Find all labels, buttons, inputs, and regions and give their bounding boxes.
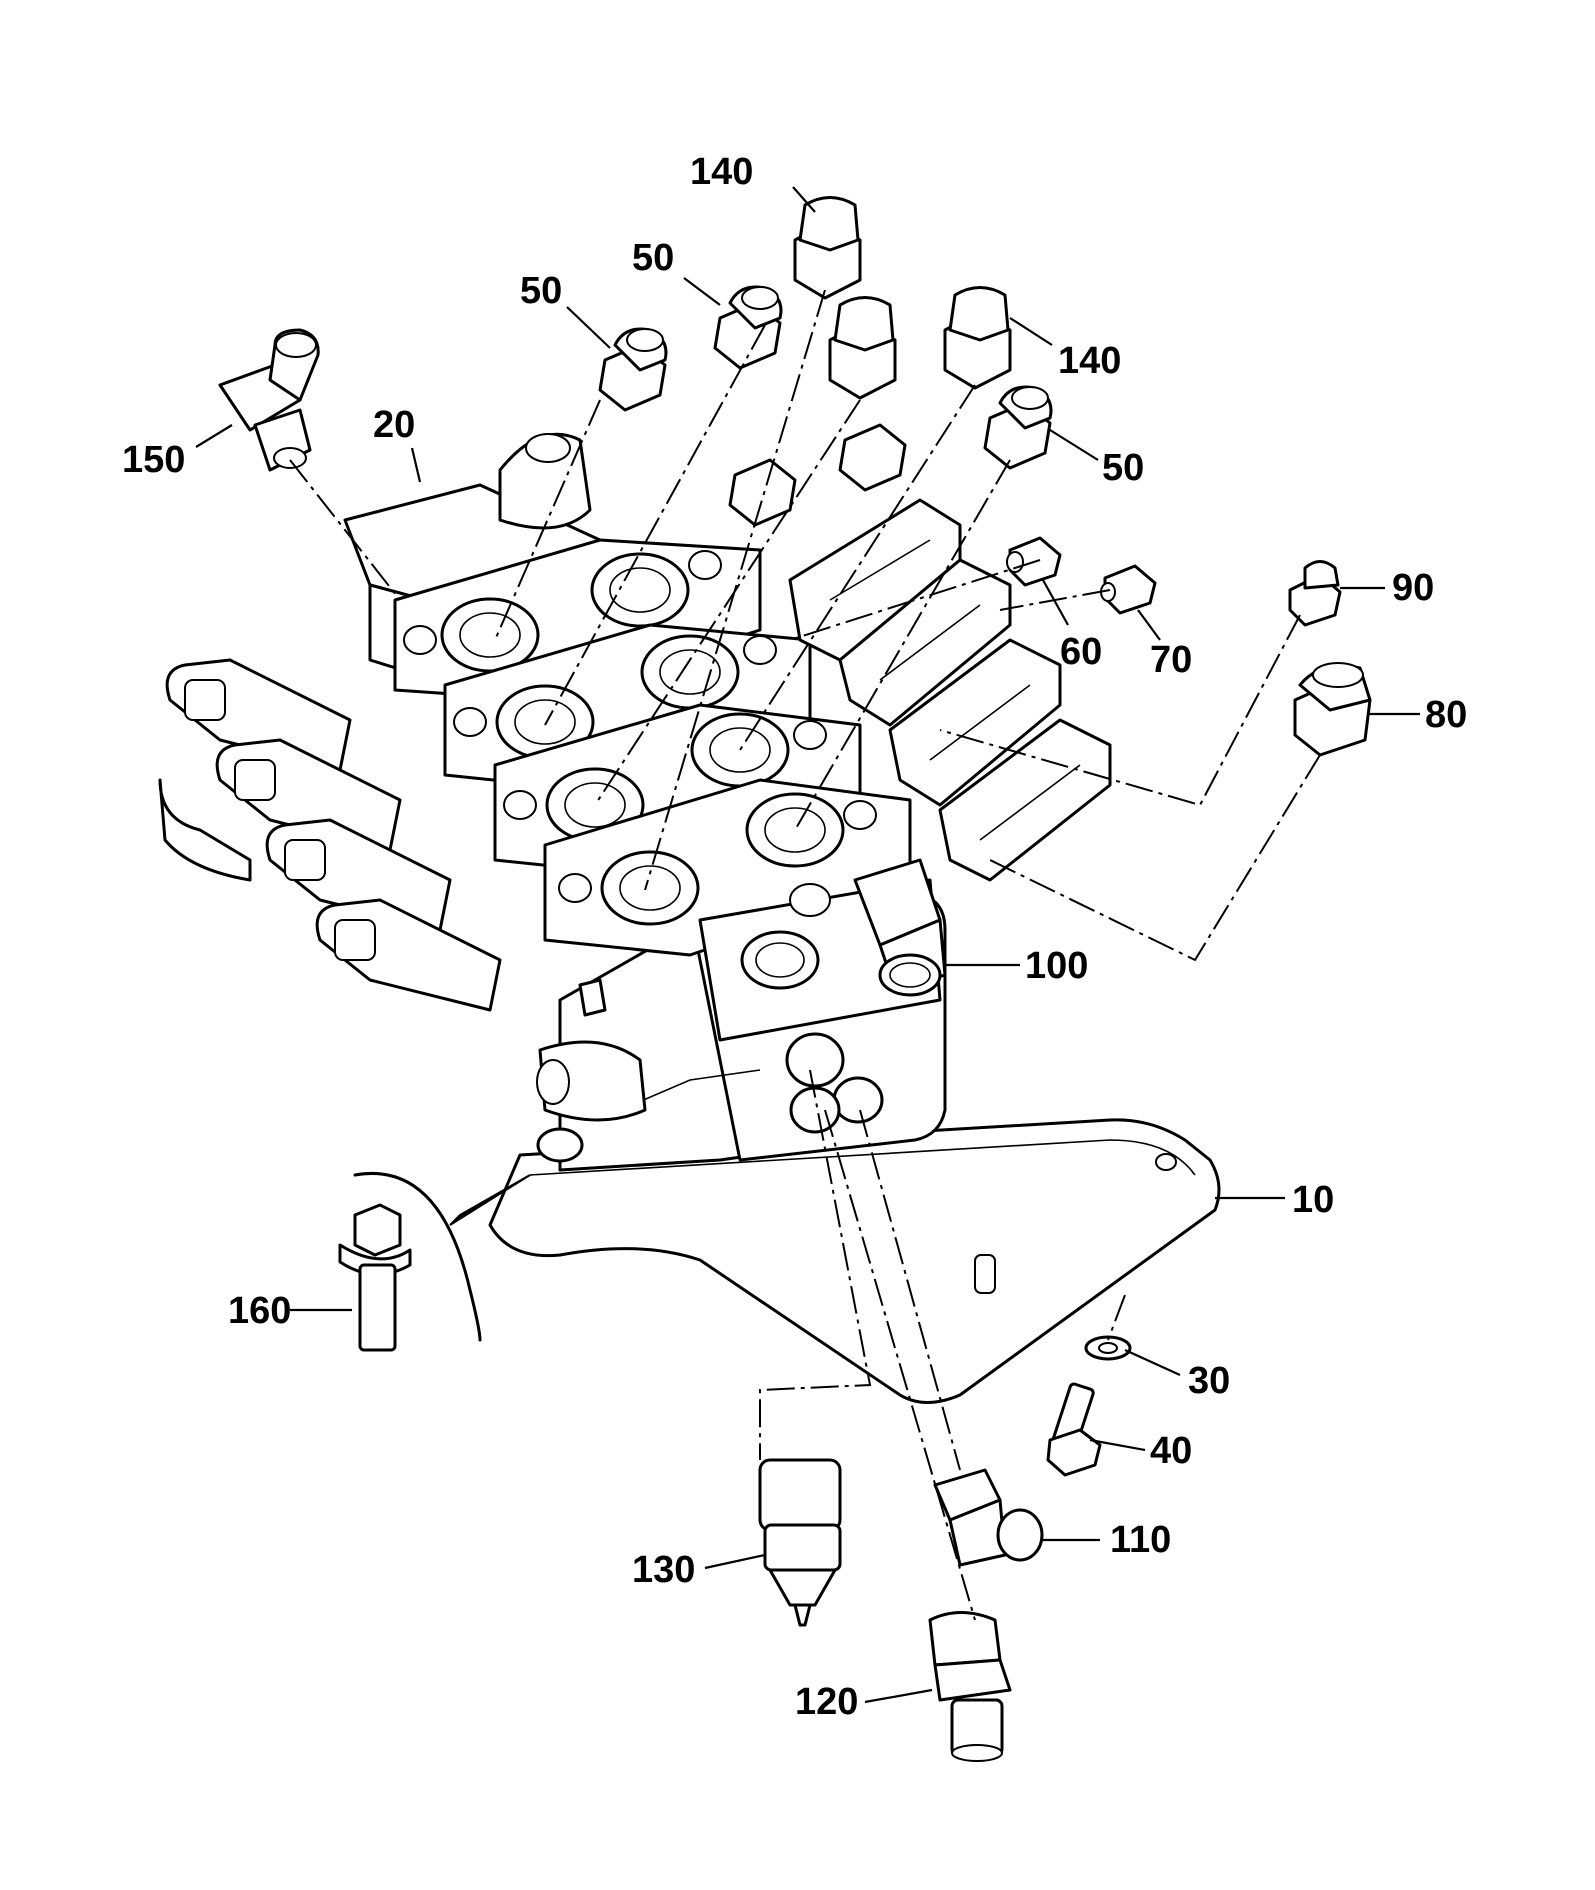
fitting-70 xyxy=(1100,564,1157,615)
callout-50-left: 50 xyxy=(520,270,562,312)
fitting-90 xyxy=(1288,560,1342,627)
callout-140-top: 140 xyxy=(690,151,753,193)
cap-140-c xyxy=(828,296,897,400)
callout-150: 150 xyxy=(122,439,185,481)
cap-140-a xyxy=(793,196,862,300)
cap-140-b xyxy=(943,286,1012,390)
callout-130: 130 xyxy=(632,1549,695,1591)
solenoid-bank-right xyxy=(788,498,1112,882)
solenoid-bank-left xyxy=(158,658,502,1012)
callout-120: 120 xyxy=(795,1681,858,1723)
side-caps xyxy=(536,978,647,1163)
valve-section-stack xyxy=(343,432,942,1042)
bolt-160-detail xyxy=(338,1172,531,1352)
fitting-50-lower xyxy=(728,423,907,527)
leader-lines xyxy=(195,186,1420,1704)
callout-10: 10 xyxy=(1292,1179,1334,1221)
callout-labels: 140 50 50 140 150 20 50 60 70 90 80 100 … xyxy=(122,151,1467,1723)
fitting-120 xyxy=(928,1611,1012,1762)
callout-70: 70 xyxy=(1150,639,1192,681)
callout-80: 80 xyxy=(1425,694,1467,736)
callout-50-right: 50 xyxy=(1102,447,1144,489)
washer-30 xyxy=(1084,1335,1132,1361)
fitting-50-b xyxy=(713,285,783,370)
callout-140-right: 140 xyxy=(1058,340,1121,382)
callout-20: 20 xyxy=(373,404,415,446)
callout-60: 60 xyxy=(1060,631,1102,673)
fitting-50-a xyxy=(598,327,668,412)
fitting-50-c xyxy=(983,385,1053,470)
fitting-80 xyxy=(1293,662,1372,757)
callout-30: 30 xyxy=(1188,1360,1230,1402)
fitting-110 xyxy=(933,1468,1044,1567)
callout-40: 40 xyxy=(1150,1430,1192,1472)
callout-100: 100 xyxy=(1025,945,1088,987)
callout-90: 90 xyxy=(1392,567,1434,609)
callout-160: 160 xyxy=(228,1290,291,1332)
callout-50-middle: 50 xyxy=(632,237,674,279)
mounting-bracket xyxy=(488,1118,1221,1404)
fitting-100-elbow xyxy=(853,858,947,997)
callout-110: 110 xyxy=(1110,1519,1171,1561)
sensor-130 xyxy=(758,1458,842,1627)
bolt-40 xyxy=(1046,1382,1102,1477)
centerlines xyxy=(289,289,1321,1621)
fitting-150-elbow xyxy=(218,328,320,472)
